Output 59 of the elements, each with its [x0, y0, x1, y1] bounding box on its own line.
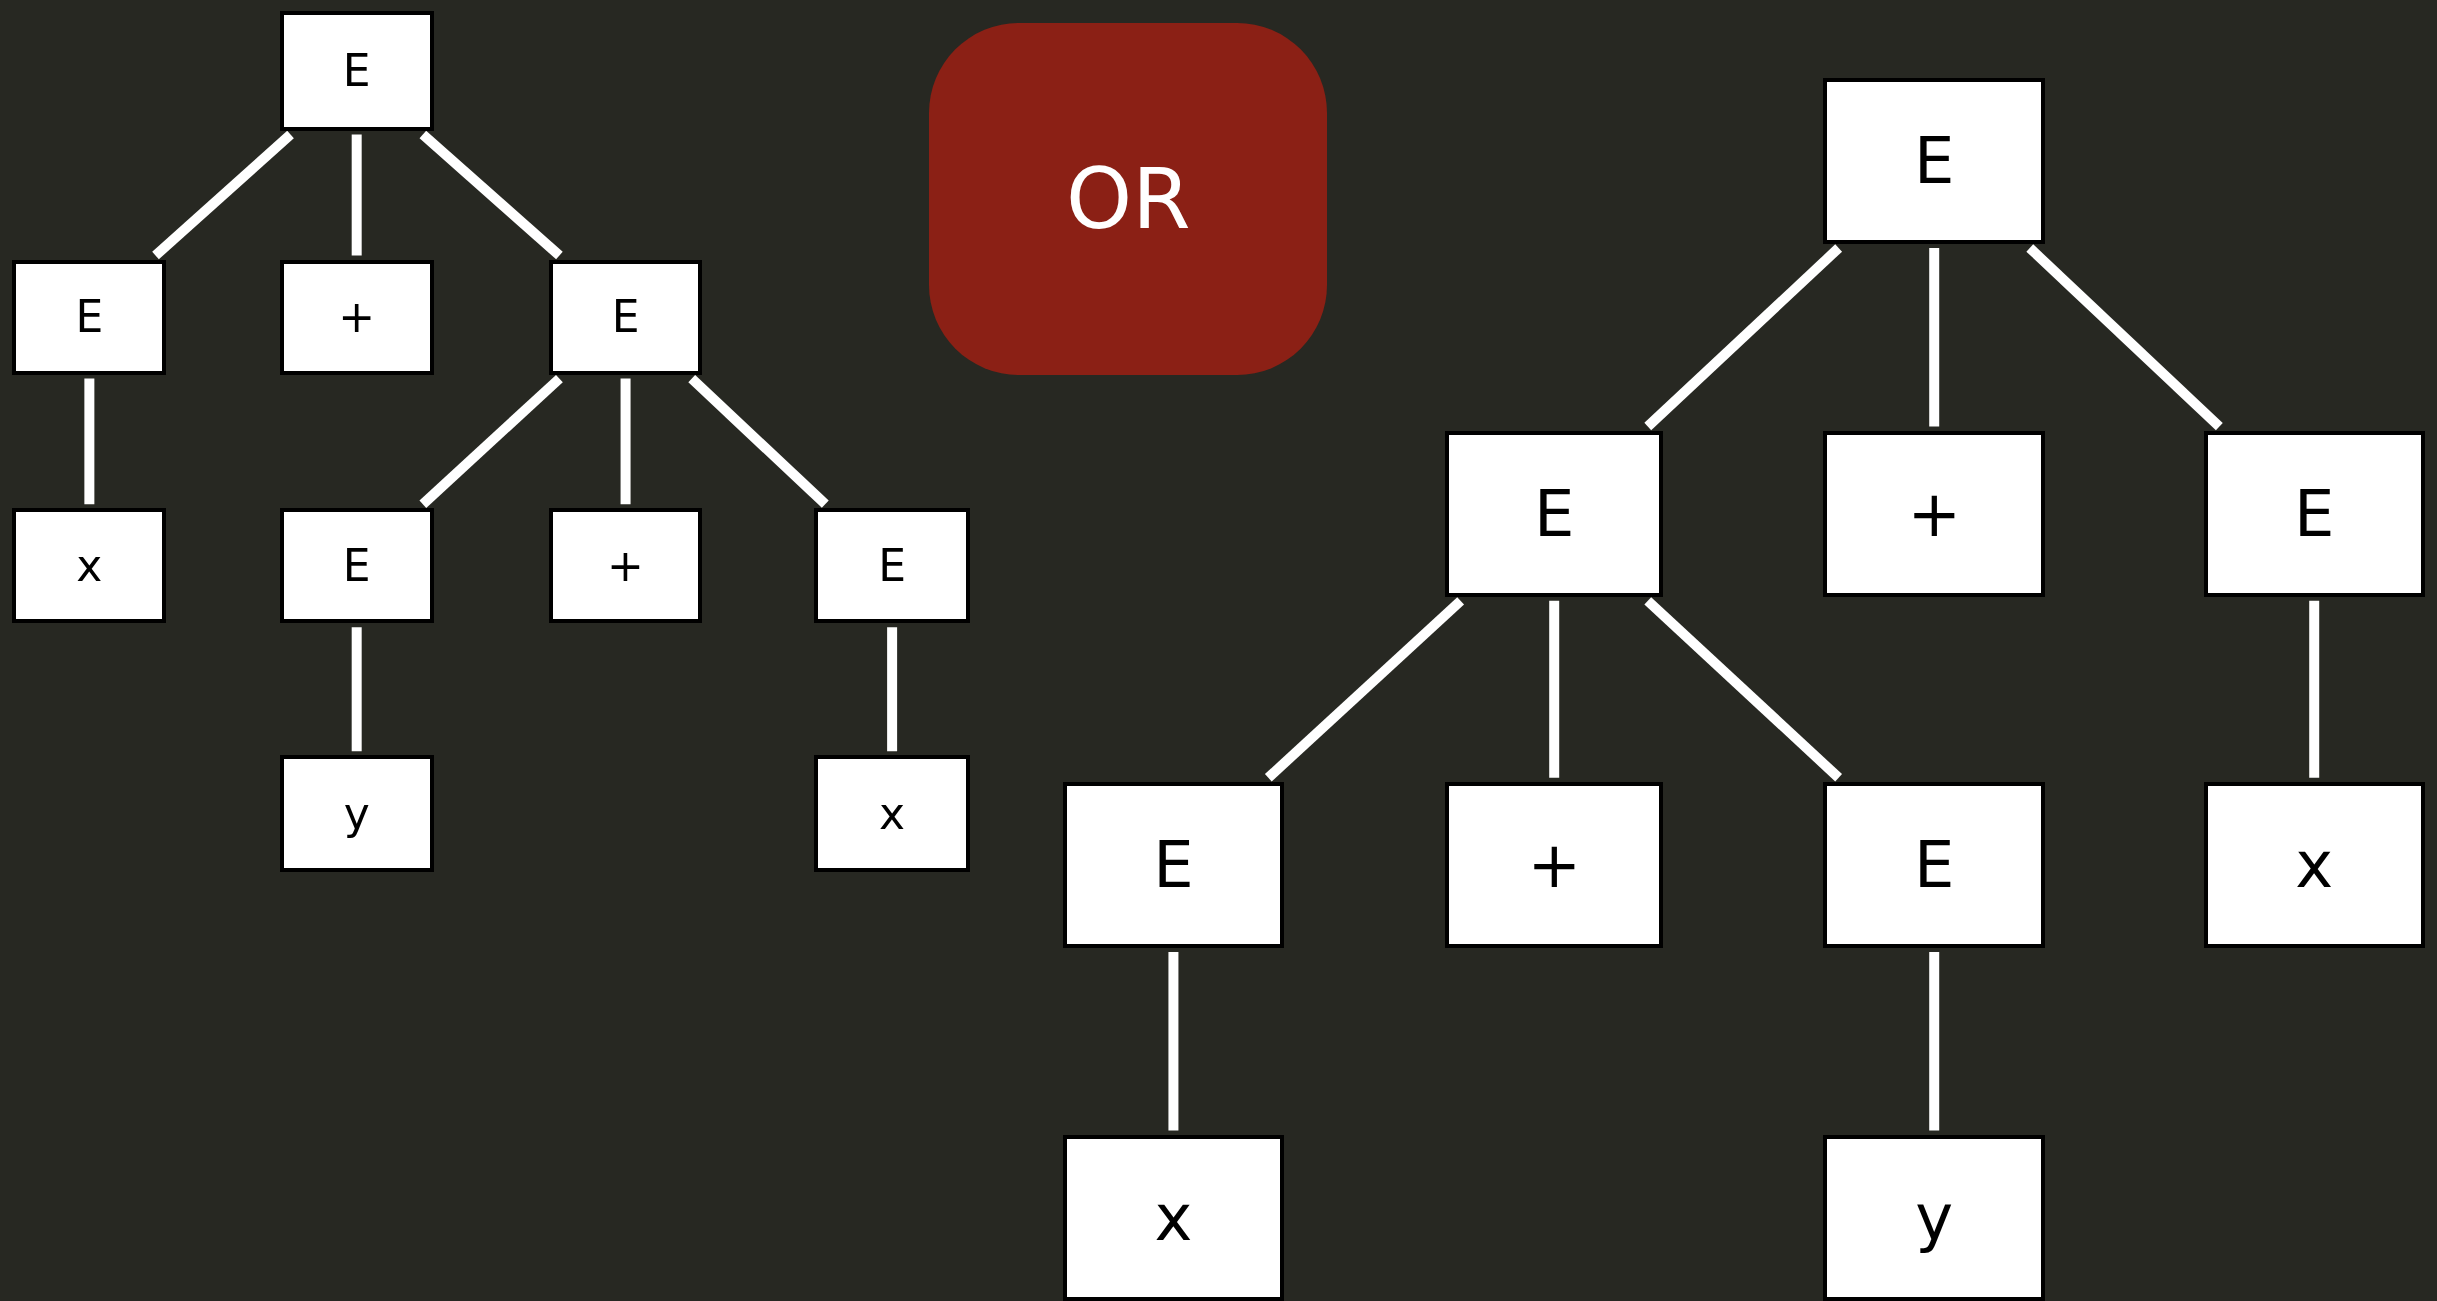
- tree-edge-line: [1644, 244, 1843, 431]
- node-label: E: [342, 48, 371, 93]
- parse-tree-node: [814, 755, 970, 872]
- parse-tree-node: [548, 259, 703, 375]
- tree-edge-line: [688, 374, 829, 508]
- parse-tree-node: [279, 259, 434, 375]
- parse-tree-node: [279, 755, 434, 872]
- tree-edge-line: [1168, 952, 1179, 1131]
- parse-tree-node: [548, 508, 703, 624]
- tree-edge-line: [419, 374, 563, 508]
- node-label: E: [1533, 481, 1575, 546]
- node-label: OR: [1066, 156, 1191, 241]
- node-label: E: [1153, 832, 1194, 897]
- tree-edge-line: [1264, 597, 1465, 782]
- parse-tree-node: [1445, 430, 1663, 597]
- node-label: x: [2295, 832, 2334, 897]
- node-label: +: [1907, 481, 1961, 546]
- tree-edge-line: [1929, 248, 1940, 427]
- parse-tree-node: [1063, 1134, 1284, 1301]
- parse-tree-node: [2203, 781, 2425, 949]
- node-label: E: [75, 295, 104, 340]
- node-label: x: [1154, 1185, 1193, 1250]
- node-label: E: [1914, 128, 1955, 193]
- node-label: E: [878, 543, 906, 588]
- node-label: x: [76, 543, 103, 588]
- tree-edge-line: [152, 130, 294, 260]
- tree-edge-line: [419, 130, 563, 260]
- node-label: +: [1527, 832, 1581, 897]
- parse-tree-node: [1823, 77, 2046, 244]
- tree-edge-line: [1644, 597, 1843, 782]
- node-label: x: [879, 791, 906, 836]
- node-label: +: [607, 543, 644, 588]
- node-label: E: [2294, 481, 2335, 546]
- parse-tree-node: [1823, 430, 2046, 597]
- node-label: E: [611, 295, 640, 340]
- parse-tree-node: [1445, 781, 1663, 949]
- parse-tree-node: [279, 10, 434, 131]
- parse-tree-node: [2203, 430, 2425, 597]
- tree-edge-line: [1549, 600, 1560, 778]
- tree-edge-line: [2026, 244, 2223, 431]
- parse-tree-node: [814, 508, 970, 624]
- parse-tree-node: [1823, 781, 2046, 949]
- tree-edge-line: [84, 378, 95, 505]
- tree-edge-line: [351, 627, 362, 752]
- parse-tree-node: [1063, 781, 1284, 949]
- parse-tree-node: [12, 508, 167, 624]
- node-label: y: [343, 791, 370, 836]
- tree-edge-line: [620, 378, 631, 505]
- node-label: E: [342, 543, 371, 588]
- parse-tree-node: [1823, 1134, 2046, 1301]
- tree-edge-line: [887, 627, 898, 752]
- node-label: +: [338, 295, 376, 340]
- parse-tree-node: [12, 259, 167, 375]
- tree-edge-line: [1929, 952, 1940, 1131]
- or-badge: [929, 23, 1328, 375]
- parse-tree-node: [279, 508, 434, 624]
- tree-edge-line: [351, 134, 362, 256]
- tree-edge-line: [2309, 600, 2320, 778]
- node-label: E: [1914, 832, 1955, 897]
